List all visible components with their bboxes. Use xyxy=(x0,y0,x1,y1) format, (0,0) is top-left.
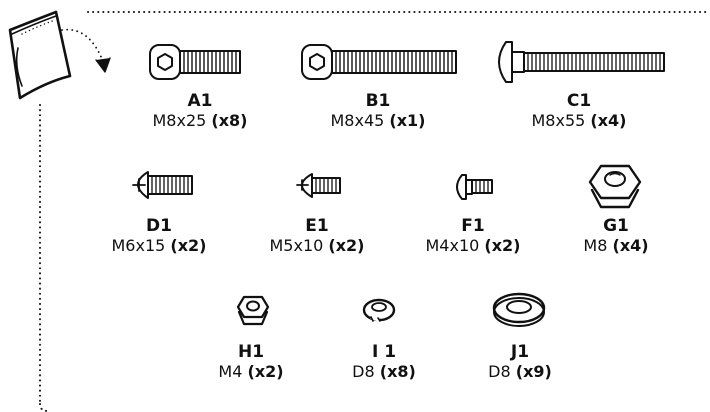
part-spec: M4x10 (x2) xyxy=(403,236,543,256)
part-quantity: (x9) xyxy=(515,362,552,381)
phillips-pan-screw-icon xyxy=(296,173,341,198)
part-size: M6x15 xyxy=(111,236,166,255)
split-lock-washer-icon xyxy=(362,298,396,322)
part-code: A1 xyxy=(187,91,213,111)
part-quantity: (x4) xyxy=(612,236,649,255)
carriage-bolt-icon xyxy=(498,41,665,83)
carriage-bolt-icon xyxy=(456,174,493,200)
part-code: H1 xyxy=(237,342,265,362)
socket-head-bolt-icon xyxy=(301,44,457,80)
part-label-a1: A1 M8x25 (x8) xyxy=(130,91,270,131)
curved-arrow-icon xyxy=(61,28,111,73)
part-spec: M5x10 (x2) xyxy=(247,236,387,256)
part-code: I 1 xyxy=(371,342,397,362)
part-quantity: (x2) xyxy=(328,236,365,255)
dotted-frame-corner xyxy=(39,403,49,412)
part-label-b1: B1 M8x45 (x1) xyxy=(308,91,448,131)
part-size: M4 xyxy=(218,362,243,381)
part-label-h1: H1 M4 (x2) xyxy=(181,342,321,382)
part-size: D8 xyxy=(488,362,511,381)
socket-head-bolt-icon xyxy=(149,44,241,80)
part-quantity: (x2) xyxy=(484,236,521,255)
part-code: E1 xyxy=(305,216,329,236)
part-code: C1 xyxy=(566,91,592,111)
part-spec: M8x25 (x8) xyxy=(130,111,270,131)
phillips-pan-screw-icon xyxy=(132,171,193,199)
flat-washer-icon xyxy=(492,292,546,327)
part-label-c1: C1 M8x55 (x4) xyxy=(509,91,649,131)
part-code: D1 xyxy=(146,216,172,236)
part-spec: D8 (x9) xyxy=(450,362,590,382)
part-spec: M8 (x4) xyxy=(546,236,686,256)
part-code: F1 xyxy=(461,216,485,236)
part-label-e1: E1 M5x10 (x2) xyxy=(247,216,387,256)
hardware-bag-icon xyxy=(8,10,72,100)
part-quantity: (x8) xyxy=(379,362,416,381)
part-quantity: (x8) xyxy=(211,111,248,130)
part-code: J1 xyxy=(510,342,530,362)
part-quantity: (x2) xyxy=(247,362,284,381)
hex-nut-icon xyxy=(236,295,270,326)
hex-nut-icon xyxy=(588,164,642,209)
part-label-i1: I 1 D8 (x8) xyxy=(314,342,454,382)
part-quantity: (x1) xyxy=(389,111,426,130)
part-size: M8x45 xyxy=(330,111,385,130)
part-spec: M8x55 (x4) xyxy=(509,111,649,131)
part-label-f1: F1 M4x10 (x2) xyxy=(403,216,543,256)
part-spec: D8 (x8) xyxy=(314,362,454,382)
part-spec: M4 (x2) xyxy=(181,362,321,382)
part-quantity: (x2) xyxy=(170,236,207,255)
part-code: G1 xyxy=(603,216,629,236)
part-size: M5x10 xyxy=(269,236,324,255)
part-spec: M6x15 (x2) xyxy=(89,236,229,256)
part-code: B1 xyxy=(365,91,391,111)
part-spec: M8x45 (x1) xyxy=(308,111,448,131)
part-size: M8x25 xyxy=(152,111,207,130)
part-size: D8 xyxy=(352,362,375,381)
part-label-g1: G1 M8 (x4) xyxy=(546,216,686,256)
part-label-d1: D1 M6x15 (x2) xyxy=(89,216,229,256)
part-quantity: (x4) xyxy=(590,111,627,130)
part-label-j1: J1 D8 (x9) xyxy=(450,342,590,382)
part-size: M8x55 xyxy=(531,111,586,130)
part-size: M4x10 xyxy=(425,236,480,255)
part-size: M8 xyxy=(583,236,608,255)
